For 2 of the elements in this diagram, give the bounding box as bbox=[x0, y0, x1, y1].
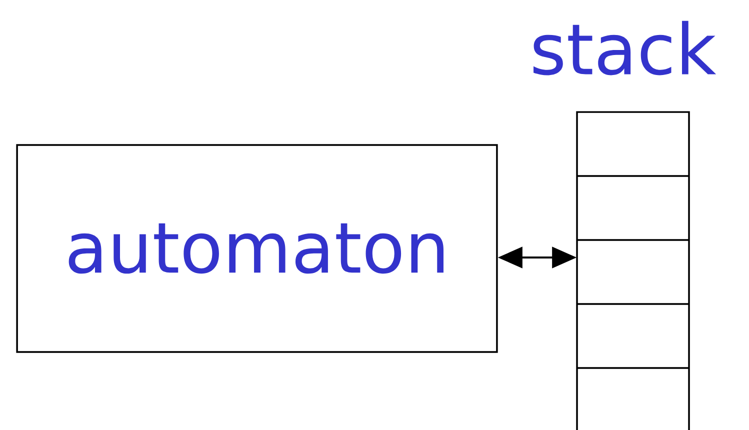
process-box: automaton bbox=[16, 144, 498, 353]
stack-drawing: stack bbox=[534, 20, 716, 430]
